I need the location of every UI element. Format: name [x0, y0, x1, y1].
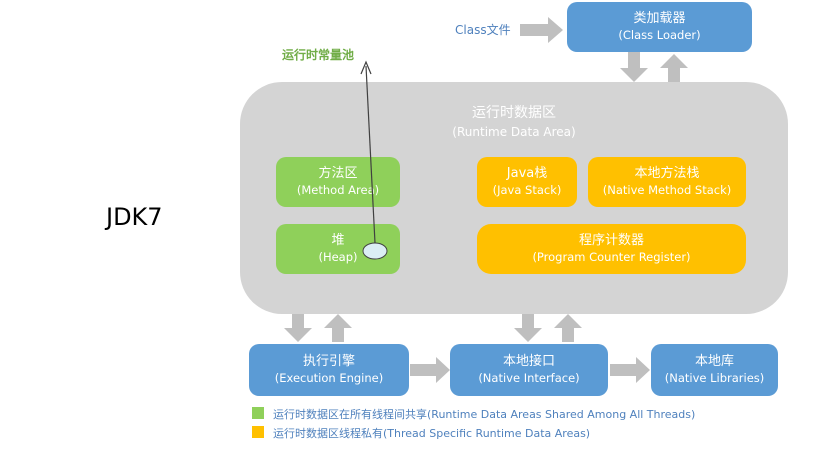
program-counter-register-zh: 程序计数器 [578, 233, 644, 249]
runtime-data-area-zh: 运行时数据区 [472, 105, 556, 121]
arrow-engine-to-interface [410, 357, 450, 383]
native-libraries-zh: 本地库 [694, 354, 734, 370]
arrow-loader-up [660, 54, 688, 82]
arrow-classfile-to-loader [520, 17, 563, 43]
legend-shared-swatch [252, 407, 264, 419]
native-method-stack-en: (Native Method Stack) [602, 183, 732, 198]
program-counter-register-box: 程序计数器 (Program Counter Register) [477, 224, 746, 274]
constant-pool-pointer-line [365, 65, 376, 244]
arrow-loader-down [620, 52, 648, 82]
method-area-en: (Method Area) [296, 183, 380, 198]
java-stack-box: Java栈 (Java Stack) [477, 157, 577, 207]
native-libraries-en: (Native Libraries) [664, 371, 765, 386]
constant-pool-arrowhead [360, 60, 372, 75]
class-loader-box: 类加载器 (Class Loader) [567, 2, 752, 52]
arrow-interface-down [514, 314, 542, 342]
java-stack-zh: Java栈 [506, 166, 548, 182]
native-method-stack-zh: 本地方法栈 [634, 166, 700, 182]
constant-pool-ellipse [362, 242, 388, 260]
java-stack-en: (Java Stack) [492, 183, 562, 198]
class-file-label: Class文件 [455, 23, 511, 37]
heap-en: (Heap) [318, 250, 358, 265]
arrow-engine-up [324, 314, 352, 342]
program-counter-register-en: (Program Counter Register) [532, 250, 691, 265]
native-interface-en: (Native Interface) [478, 371, 580, 386]
execution-engine-box: 执行引擎 (Execution Engine) [249, 344, 409, 396]
method-area-box: 方法区 (Method Area) [276, 157, 400, 207]
runtime-constant-pool-label: 运行时常量池 [282, 48, 355, 62]
native-libraries-box: 本地库 (Native Libraries) [651, 344, 778, 396]
heap-zh: 堆 [331, 233, 345, 249]
runtime-data-area-title: 运行时数据区 (Runtime Data Area) [240, 104, 788, 140]
method-area-zh: 方法区 [318, 166, 358, 182]
native-interface-zh: 本地接口 [502, 354, 555, 370]
native-interface-box: 本地接口 (Native Interface) [450, 344, 608, 396]
execution-engine-zh: 执行引擎 [302, 354, 355, 370]
jdk-version-label: JDK7 [106, 203, 163, 231]
arrow-interface-to-libraries [610, 357, 650, 383]
execution-engine-en: (Execution Engine) [274, 371, 384, 386]
legend-shared-text: 运行时数据区在所有线程间共享(Runtime Data Areas Shared… [273, 408, 696, 421]
class-loader-zh: 类加载器 [633, 11, 686, 27]
runtime-data-area-en: (Runtime Data Area) [452, 124, 576, 139]
arrow-engine-down [284, 314, 312, 342]
legend-thread-specific-text: 运行时数据区线程私有(Thread Specific Runtime Data … [273, 427, 591, 440]
arrow-interface-up [554, 314, 582, 342]
native-method-stack-box: 本地方法栈 (Native Method Stack) [588, 157, 746, 207]
legend-thread-specific-swatch [252, 426, 264, 438]
class-loader-en: (Class Loader) [618, 28, 701, 43]
